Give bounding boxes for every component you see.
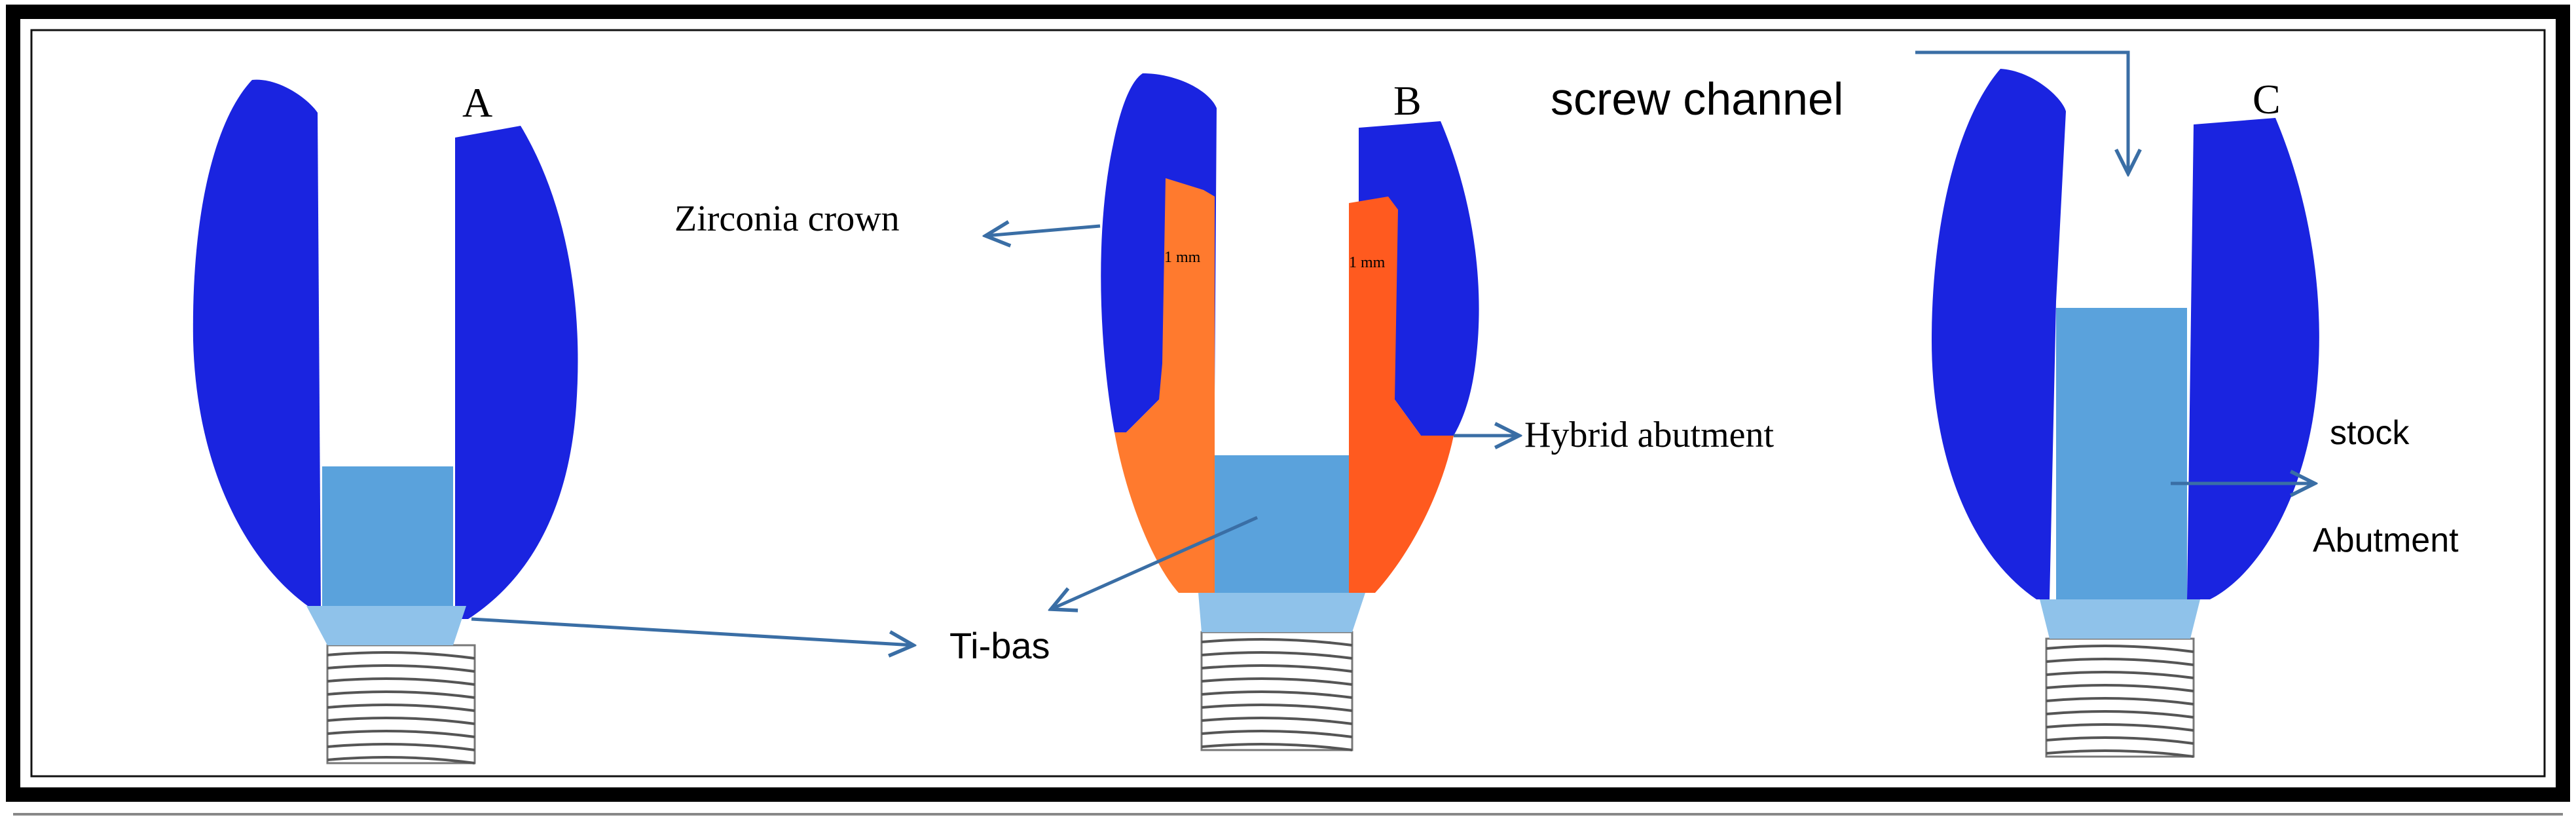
arrow-ti-bas-b (1051, 516, 1259, 609)
panel-c (1932, 69, 2319, 758)
label-screw-channel: screw channel (1551, 73, 1843, 124)
panel-label-b: B (1393, 77, 1422, 124)
panel-label-c: C (2253, 76, 2281, 122)
label-thickness-right: 1 mm (1349, 254, 1386, 271)
implant-threads-c (2045, 637, 2195, 758)
implant-threads-a (326, 644, 476, 764)
zirconia-crown-a-left (193, 79, 321, 609)
stock-abutment-c (2056, 308, 2187, 599)
zirconia-crown-c-left (1932, 69, 2066, 599)
label-zirconia-crown: Zirconia crown (674, 198, 900, 239)
label-stock: stock (2330, 414, 2410, 452)
ti-base-b-collar (1198, 593, 1365, 632)
panel-b (1101, 73, 1479, 751)
arrow-screw-channel (1915, 50, 2128, 174)
ti-base-a (322, 466, 453, 607)
annotation-arrows (471, 50, 2315, 645)
ti-base-b (1215, 455, 1349, 593)
hybrid-abutment-b-right (1349, 197, 1454, 593)
stock-abutment-c-collar (2040, 599, 2200, 639)
panel-label-a: A (462, 79, 492, 126)
label-thickness-left: 1 mm (1164, 249, 1201, 266)
label-abutment: Abutment (2313, 521, 2459, 559)
zirconia-crown-a-right (455, 126, 578, 619)
inner-frame (30, 29, 2546, 778)
ti-base-a-collar (306, 606, 466, 645)
label-ti-bas: Ti-bas (949, 625, 1050, 666)
hybrid-abutment-b-left (1114, 178, 1215, 593)
label-hybrid-abutment: Hybrid abutment (1524, 415, 1774, 455)
panel-a (193, 79, 578, 764)
arrow-ti-bas-a (471, 617, 913, 645)
implant-threads-b (1200, 631, 1353, 751)
zirconia-crown-c-right (2187, 118, 2319, 599)
arrow-zirconia-crown (985, 226, 1101, 236)
